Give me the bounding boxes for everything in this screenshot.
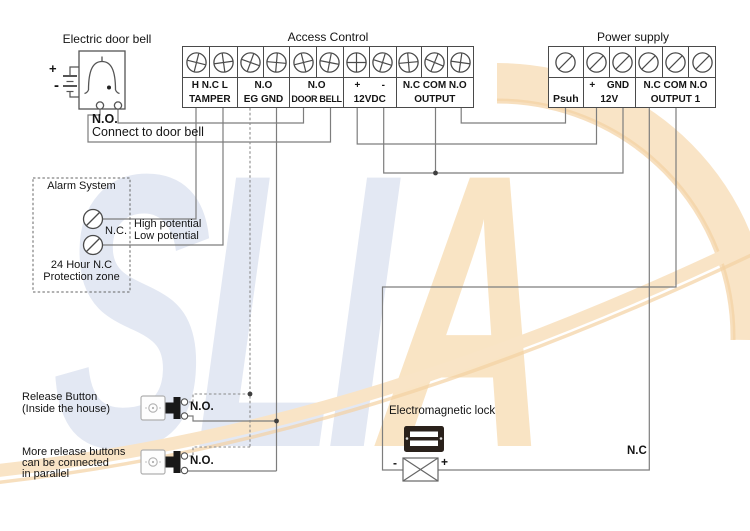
wire-ps-com-to-lock [381, 108, 677, 471]
door-bell-icon [78, 50, 126, 110]
wire-low-potential [102, 108, 224, 246]
terminal-label-psuh: Psuh [549, 78, 584, 107]
screw-icon [636, 47, 663, 77]
screw-icon [549, 47, 583, 77]
release-button-label-2: (Inside the house) [22, 402, 111, 415]
alarm-title: Alarm System [47, 180, 116, 192]
power-screw-row [549, 47, 715, 78]
lock-minus-label: - [393, 456, 397, 470]
more-buttons-label-1: More release buttons [22, 446, 126, 458]
screw-icon [317, 47, 343, 77]
wire-no-to-psuh [460, 108, 567, 124]
button2-no-label: N.O. [190, 455, 214, 467]
door-bell-title: Electric door bell [62, 32, 152, 46]
wire-12v-minus [383, 108, 624, 174]
wire-ps-nc-to-lock [438, 108, 650, 471]
battery-icon [63, 66, 79, 98]
lock-coil-icon [402, 457, 439, 482]
screw-icon [290, 47, 318, 77]
screw-icon [370, 47, 395, 77]
alarm-system-box [32, 177, 131, 293]
wire-12v-plus [356, 108, 598, 145]
lock-plus-label: + [441, 455, 449, 469]
wire-bell-2 [87, 108, 332, 143]
screw-icon [238, 47, 264, 77]
screw-icon [210, 47, 236, 77]
release-button-1-icon [140, 395, 189, 421]
electromagnetic-lock-title: Electromagnetic lock [389, 405, 496, 417]
screw-icon [397, 47, 423, 77]
high-potential-label: High potential [134, 218, 202, 230]
battery-minus-label: - [54, 77, 59, 94]
release-button-label-1: Release Button [22, 391, 98, 403]
screw-icon [610, 47, 635, 77]
screw-icon [448, 47, 473, 77]
battery-plus-label: + [49, 61, 57, 76]
button1-no-label: N.O. [190, 401, 214, 413]
more-buttons-label-2: can be connected [22, 457, 109, 469]
lock-nc-label: N.C [627, 445, 647, 457]
more-buttons-label-3: in parallel [22, 468, 70, 480]
access-screw-row [183, 47, 473, 78]
junction-dots [247, 170, 438, 424]
power-supply-title: Power supply [596, 30, 670, 44]
screw-icon [422, 47, 449, 77]
screw-icon [183, 47, 211, 77]
wire-button1-bottom [188, 415, 277, 422]
wire-button2-top [189, 446, 250, 457]
bell-connect-label: Connect to door bell [92, 125, 204, 139]
screw-icon [689, 47, 715, 77]
terminal-label-12vdc: +-12VDC [344, 78, 397, 107]
alarm-terminal-screws [82, 208, 104, 256]
alarm-nc-label: N.C. [105, 225, 127, 237]
alarm-zone-line2: Protection zone [43, 271, 120, 283]
wires-solid [87, 108, 677, 472]
screw-icon [663, 47, 690, 77]
wire-bell-1 [117, 108, 305, 124]
screw-icon [584, 47, 610, 77]
low-potential-label: Low potential [134, 229, 199, 242]
bell-no-label: N.O. [92, 112, 118, 126]
screw-icon [344, 47, 371, 77]
wires-dashed [189, 108, 251, 457]
release-button-2-icon [140, 449, 189, 475]
maglock-icon [404, 426, 444, 452]
screw-icon [264, 47, 289, 77]
wire-high-potential [102, 108, 197, 220]
alarm-zone-line1: 24 Hour N.C [50, 259, 113, 271]
access-control-title: Access Control [287, 30, 369, 44]
